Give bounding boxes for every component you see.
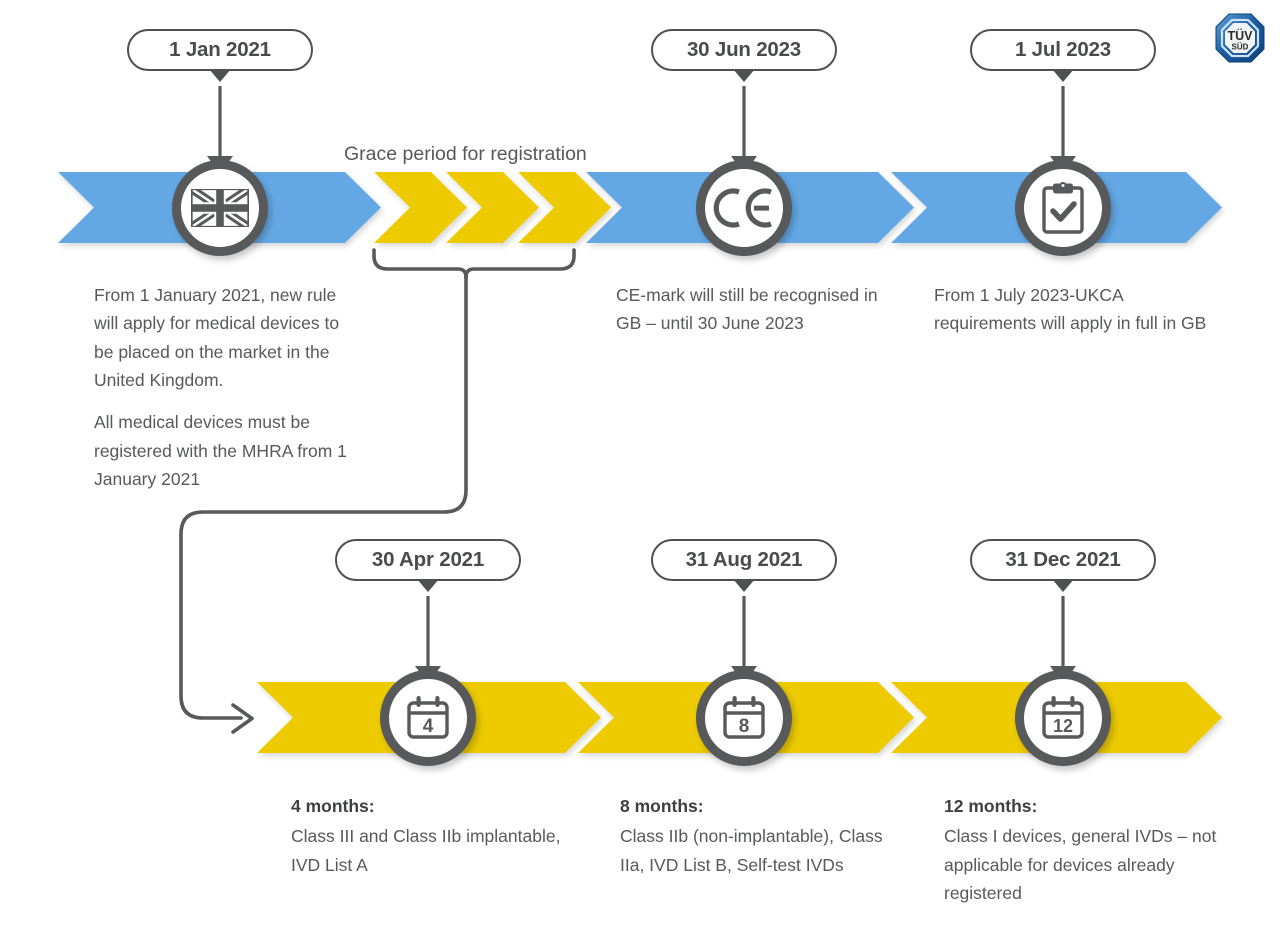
date-pill-label: 30 Apr 2021 bbox=[371, 547, 485, 571]
grace-period-chevrons bbox=[374, 172, 611, 243]
clipboard-check-icon bbox=[1040, 182, 1086, 234]
date-pill-label: 1 Jul 2023 bbox=[1014, 37, 1112, 61]
date-pill-label: 1 Jan 2021 bbox=[169, 37, 271, 61]
connector-arrowhead bbox=[231, 703, 254, 734]
calendar-icon: 8 bbox=[720, 694, 768, 742]
milestone-text-ce-mark: CE-mark will still be recognised in GB –… bbox=[616, 281, 892, 338]
milestone-lead: 12 months: bbox=[944, 796, 1038, 816]
milestone-node-ukca-full[interactable] bbox=[1015, 160, 1111, 256]
milestone-node-eight-months[interactable]: 8 bbox=[696, 670, 792, 766]
milestone-paragraph: Class III and Class IIb implantable, IVD… bbox=[291, 826, 561, 875]
timeline-connector bbox=[179, 275, 468, 720]
date-pill-30-apr-2021[interactable]: 30 Apr 2021 bbox=[335, 539, 521, 581]
grace-period-label: Grace period for registration bbox=[344, 143, 587, 165]
calendar-icon: 4 bbox=[404, 694, 452, 742]
milestone-text-twelve-months: 12 months: Class I devices, general IVDs… bbox=[944, 792, 1228, 907]
date-pill-30-jun-2023[interactable]: 30 Jun 2023 bbox=[651, 29, 837, 71]
date-pill-1-jul-2023[interactable]: 1 Jul 2023 bbox=[970, 29, 1156, 71]
grace-chevron-1 bbox=[374, 172, 467, 243]
milestone-node-four-months[interactable]: 4 bbox=[380, 670, 476, 766]
date-pill-label: 31 Dec 2021 bbox=[1005, 547, 1121, 571]
milestone-paragraph: From 1 July 2023-UKCA requirements will … bbox=[934, 285, 1207, 334]
milestone-paragraph: From 1 January 2021, new rule will apply… bbox=[94, 285, 340, 391]
pill-stems bbox=[218, 86, 1065, 673]
grace-period-brace bbox=[372, 248, 576, 279]
date-pill-1-jan-2021[interactable]: 1 Jan 2021 bbox=[127, 29, 313, 71]
milestone-paragraph: Class IIb (non-implantable), Class IIa, … bbox=[620, 826, 883, 875]
grace-chevron-2 bbox=[446, 172, 539, 243]
date-pill-31-aug-2021[interactable]: 31 Aug 2021 bbox=[651, 539, 837, 581]
milestone-paragraph: CE-mark will still be recognised in GB –… bbox=[616, 285, 878, 334]
calendar-icon: 12 bbox=[1039, 694, 1087, 742]
milestone-paragraph: Class I devices, general IVDs – not appl… bbox=[944, 826, 1217, 904]
date-pill-label: 31 Aug 2021 bbox=[685, 547, 803, 571]
tuv-sud-logo: TÜV SÜD bbox=[1214, 12, 1266, 64]
milestone-text-eight-months: 8 months: Class IIb (non-implantable), C… bbox=[620, 792, 892, 879]
calendar-number: 4 bbox=[423, 716, 434, 737]
logo-line1: TÜV bbox=[1228, 28, 1254, 43]
milestone-lead: 8 months: bbox=[620, 796, 704, 816]
milestone-lead: 4 months: bbox=[291, 796, 375, 816]
calendar-number: 8 bbox=[739, 716, 750, 737]
date-pill-31-dec-2021[interactable]: 31 Dec 2021 bbox=[970, 539, 1156, 581]
grace-chevron-3 bbox=[518, 172, 611, 243]
milestone-paragraph: All medical devices must be registered w… bbox=[94, 412, 347, 490]
union-jack-flag-icon bbox=[191, 189, 249, 227]
logo-line2: SÜD bbox=[1232, 43, 1249, 52]
milestone-text-four-months: 4 months: Class III and Class IIb implan… bbox=[291, 792, 571, 879]
milestone-text-uk-new-rules: From 1 January 2021, new rule will apply… bbox=[94, 281, 356, 493]
milestone-text-ukca-full: From 1 July 2023-UKCA requirements will … bbox=[934, 281, 1224, 338]
milestone-node-twelve-months[interactable]: 12 bbox=[1015, 670, 1111, 766]
milestone-node-uk-new-rules[interactable] bbox=[172, 160, 268, 256]
calendar-number: 12 bbox=[1053, 716, 1073, 736]
date-pill-label: 30 Jun 2023 bbox=[686, 37, 802, 61]
milestone-node-ce-mark[interactable] bbox=[696, 160, 792, 256]
ce-mark-icon bbox=[713, 188, 775, 228]
